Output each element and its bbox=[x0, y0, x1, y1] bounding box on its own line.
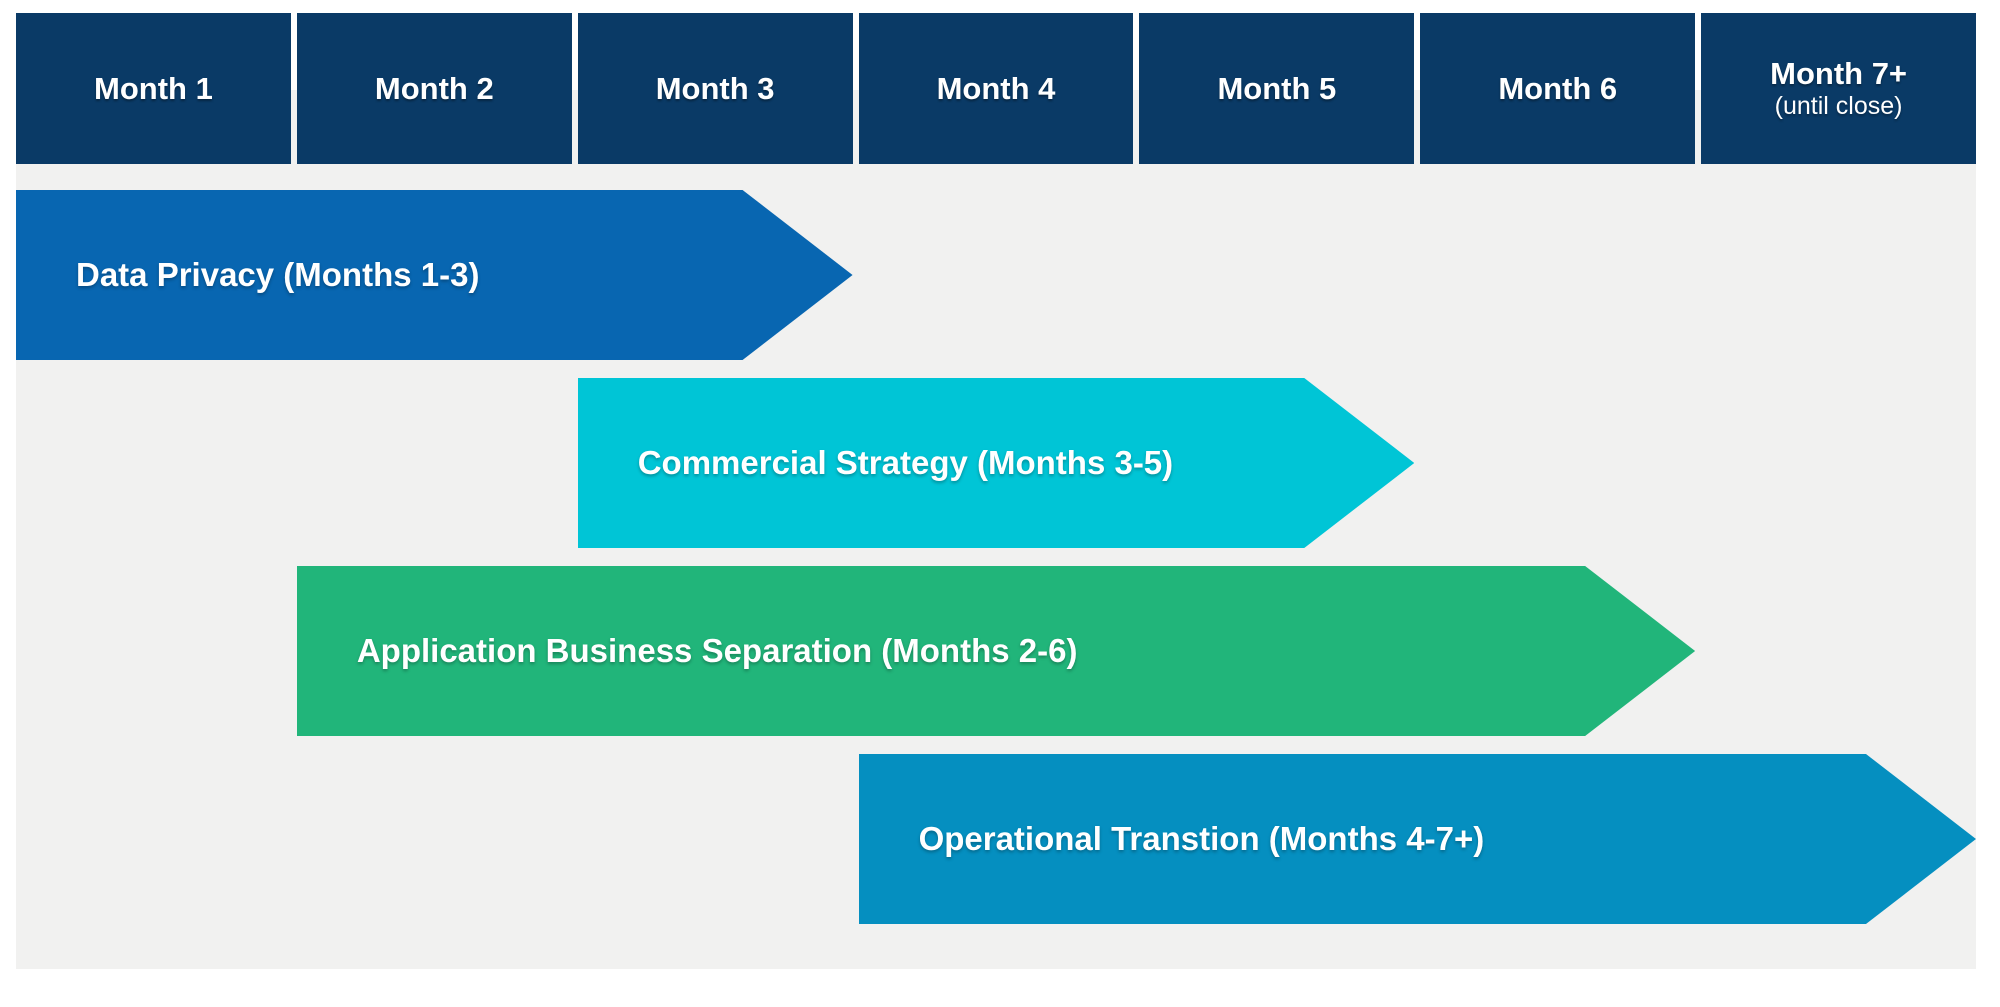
task-bar-label: Application Business Separation (Months … bbox=[356, 632, 1078, 669]
task-bar-label: Data Privacy (Months 1-3) bbox=[76, 256, 480, 293]
month-header-1: Month 1 bbox=[16, 13, 291, 164]
task-bar-operational-transtion: Operational Transtion (Months 4-7+) bbox=[859, 754, 1976, 924]
month-label: Month 4 bbox=[936, 70, 1056, 106]
task-bar-data-privacy: Data Privacy (Months 1-3) bbox=[16, 190, 853, 360]
month-header-row: Month 1 Month 2 Month 3 Month 4 Month 5 Month… bbox=[16, 13, 1977, 164]
month-header-2: Month 2 bbox=[296, 13, 572, 164]
month-label: Month 3 bbox=[655, 70, 775, 106]
task-bar-label: Operational Transtion (Months 4-7+) bbox=[918, 820, 1485, 857]
task-bar-label: Commercial Strategy (Months 3-5) bbox=[637, 444, 1174, 481]
month-header-6: Month 6 bbox=[1420, 13, 1696, 164]
month-label: Month 7+ bbox=[1770, 56, 1908, 92]
month-header-7: Month 7+(until close) bbox=[1701, 13, 1977, 164]
task-bar-commercial-strategy: Commercial Strategy (Months 3-5) bbox=[578, 378, 1415, 548]
month-label: Month 6 bbox=[1498, 70, 1618, 106]
task-bar-application-business-separation: Application Business Separation (Months … bbox=[297, 566, 1695, 736]
month-header-4: Month 4 bbox=[858, 13, 1134, 164]
month-label: Month 5 bbox=[1217, 70, 1337, 106]
month-sublabel: (until close) bbox=[1774, 91, 1903, 120]
month-label: Month 2 bbox=[374, 70, 494, 106]
month-header-5: Month 5 bbox=[1139, 13, 1415, 164]
month-label: Month 1 bbox=[94, 70, 213, 106]
month-header-3: Month 3 bbox=[577, 13, 853, 164]
